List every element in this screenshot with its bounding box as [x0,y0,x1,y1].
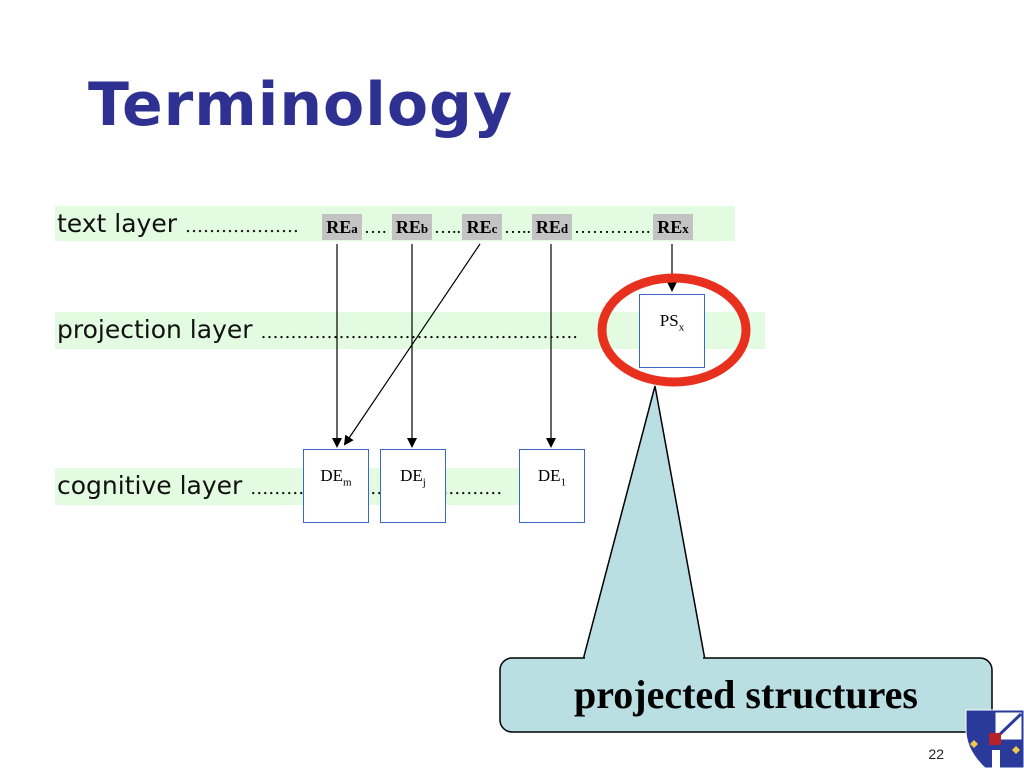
crest-icon [965,709,1024,768]
projection-layer-label-row: projection layer …………………………………………….. [57,313,578,350]
cognitive-layer-band [55,468,525,505]
callout-box [499,657,993,733]
re-d-box: REd [532,214,572,240]
slide-title: Terminology [88,70,514,140]
text-layer-label: text layer [57,209,178,238]
text-layer-dots: ………………. [184,216,299,237]
re-x-box: REx [653,214,693,240]
callout-pointer [582,385,706,661]
cognitive-layer-label: cognitive layer [57,471,243,500]
re-a-box: REa [322,214,362,240]
separator-4: …………. [574,217,651,237]
de-m-node: DEm [303,449,369,523]
separator-3: ….. [504,217,531,237]
de-1-node: DE1 [519,449,585,523]
de-j-node: DEj [380,449,446,523]
separator-2: ….. [434,217,461,237]
separator-1: …. [364,217,387,237]
page-number: 22 [928,746,944,762]
projection-layer-label: projection layer [57,315,253,344]
re-b-box: REb [392,214,432,240]
text-layer-label-row: text layer ………………. [57,207,299,244]
ps-x-node: PSx [639,294,705,368]
projection-layer-dots: …………………………………………….. [260,322,578,343]
callout-text: projected structures [574,672,918,717]
arrow-rec-to-dem [343,243,481,446]
re-c-box: REc [462,214,502,240]
